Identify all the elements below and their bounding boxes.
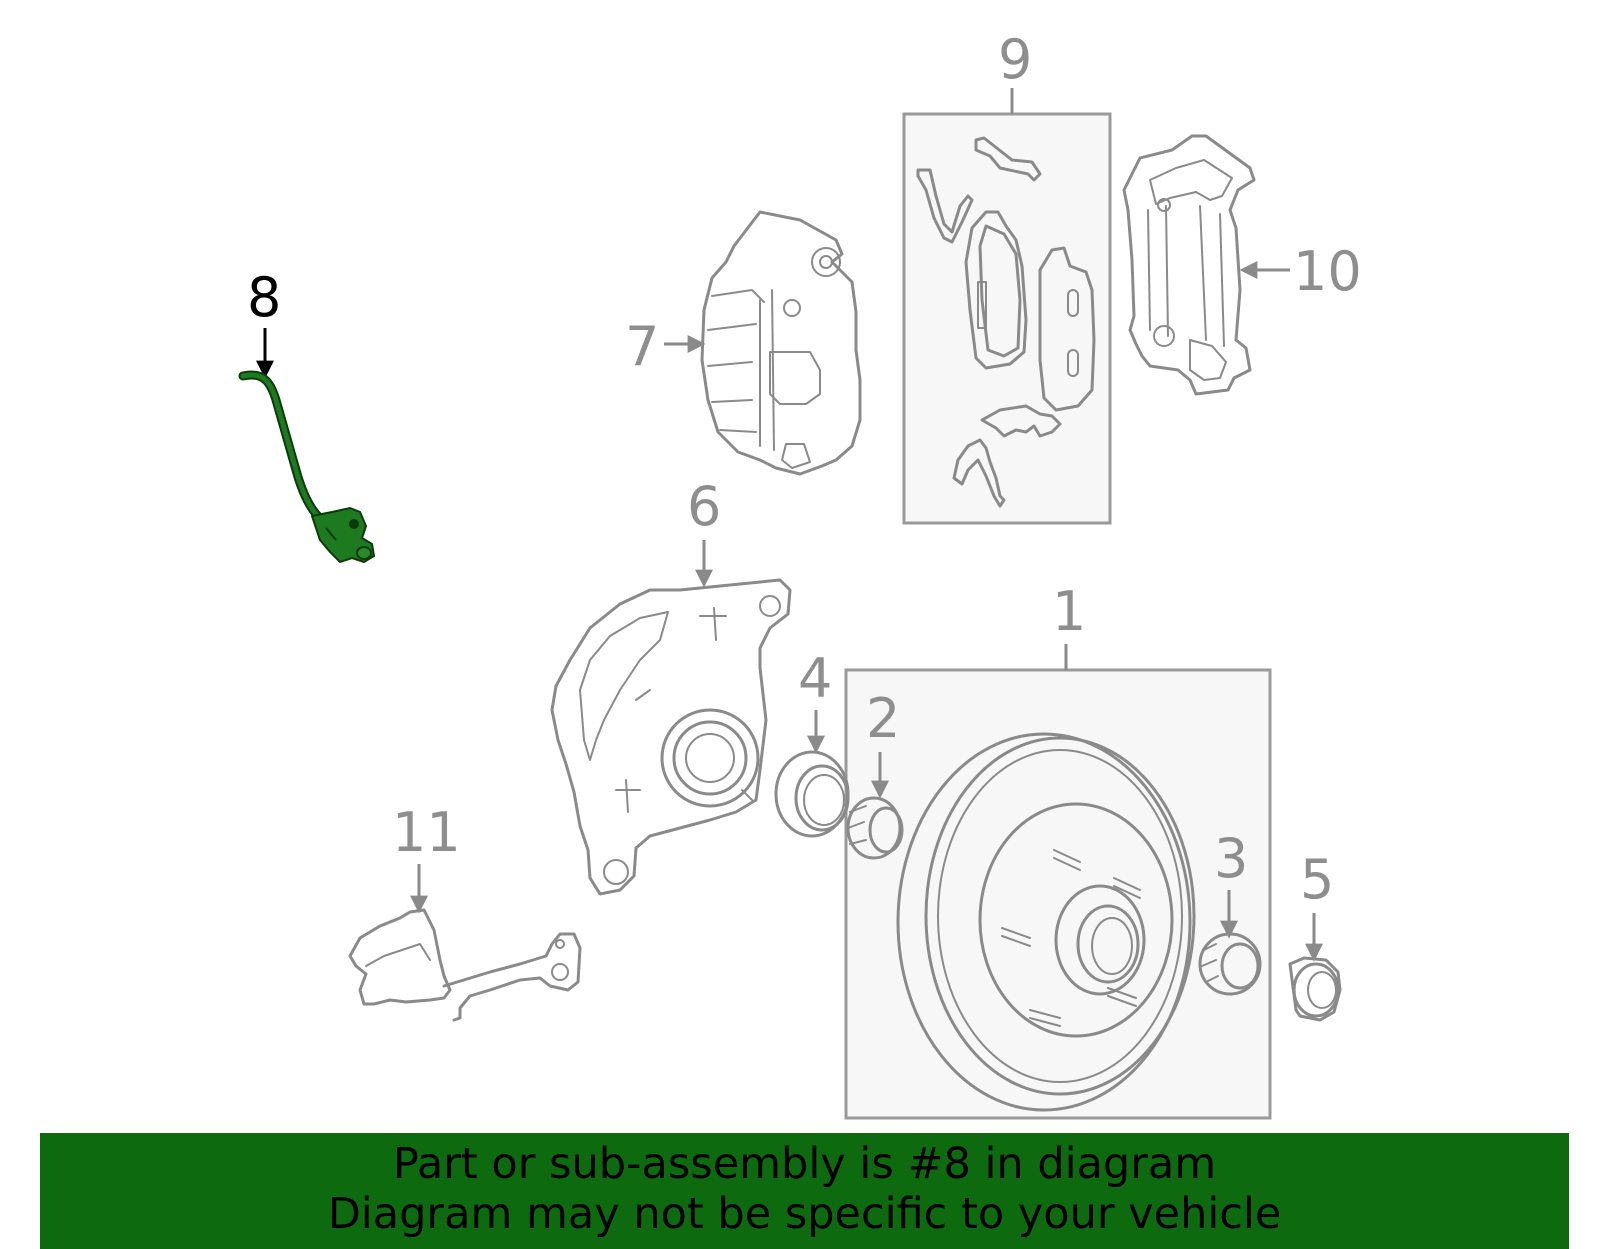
disclaimer-banner: Part or sub-assembly is #8 in diagram Di…	[40, 1133, 1569, 1249]
bearing-part-3[interactable]	[1198, 932, 1262, 996]
callout-1[interactable]: 1	[1052, 580, 1086, 643]
abs-sensor-part-8[interactable]	[238, 370, 376, 564]
brake-caliper-part-7[interactable]	[700, 210, 862, 476]
harness-bracket-part-11[interactable]	[348, 908, 582, 1022]
group-box-1	[844, 668, 1272, 1120]
dust-cap-part-5[interactable]	[1288, 956, 1342, 1022]
brake-pad-kit-part-9[interactable]	[916, 136, 1096, 508]
banner-line-disclaimer: Diagram may not be specific to your vehi…	[327, 1189, 1282, 1239]
callout-5[interactable]: 5	[1300, 848, 1334, 911]
callout-7[interactable]: 7	[625, 315, 659, 378]
group-box-9	[902, 112, 1112, 525]
seal-part-4[interactable]	[774, 750, 850, 838]
rotor-hub-part-1[interactable]	[896, 732, 1196, 1112]
callout-6[interactable]: 6	[687, 475, 721, 538]
callout-3[interactable]: 3	[1214, 827, 1248, 890]
callout-10[interactable]: 10	[1293, 240, 1362, 303]
callout-2[interactable]: 2	[866, 687, 900, 750]
callout-11[interactable]: 11	[392, 801, 461, 864]
banner-line-part-number: Part or sub-assembly is #8 in diagram	[392, 1139, 1217, 1189]
callout-9[interactable]: 9	[998, 28, 1032, 91]
callout-4[interactable]: 4	[798, 647, 832, 710]
caliper-bracket-part-10[interactable]	[1122, 134, 1256, 396]
dust-shield-part-6[interactable]	[550, 578, 792, 896]
bearing-part-2[interactable]	[846, 796, 904, 860]
callout-8[interactable]: 8	[247, 266, 281, 329]
